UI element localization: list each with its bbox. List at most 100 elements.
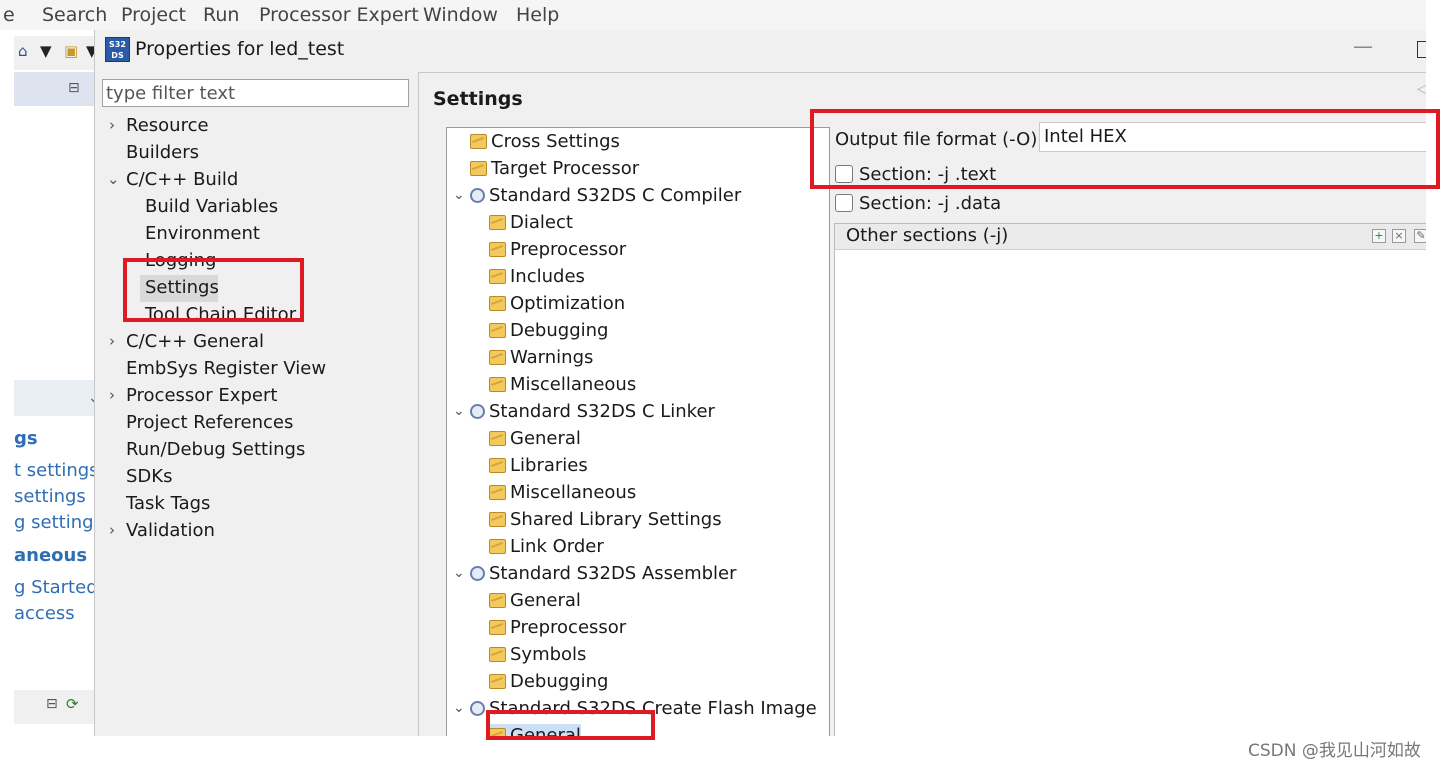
collapse-all-icon[interactable]: ⊟ — [68, 80, 80, 96]
highlight-box-output-format — [810, 109, 1440, 189]
tree-item-libraries[interactable]: Libraries — [489, 452, 588, 479]
tree-item-assembler-preprocessor[interactable]: Preprocessor — [489, 614, 626, 641]
nav-item-validation[interactable]: Validation — [126, 517, 215, 544]
nav-item-environment[interactable]: Environment — [145, 220, 260, 247]
nav-item-run-debug-settings[interactable]: Run/Debug Settings — [126, 436, 305, 463]
nav-item-label: Processor Expert — [126, 385, 278, 406]
chevron-down-icon[interactable]: ⌄ — [453, 565, 465, 581]
background-link[interactable]: gs — [14, 428, 38, 449]
tree-item-miscellaneous[interactable]: Miscellaneous — [489, 371, 636, 398]
tree-item-label: Debugging — [510, 671, 609, 692]
nav-item-settings[interactable]: Settings — [145, 274, 219, 301]
refresh-icon[interactable]: ⟳ — [66, 695, 79, 713]
background-link[interactable]: g Started — [14, 577, 94, 598]
tree-item-c-compiler[interactable]: Standard S32DS C Compiler — [470, 182, 741, 209]
delete-icon[interactable]: × — [1392, 229, 1406, 243]
background-link[interactable]: t settings — [14, 460, 94, 481]
tree-item-dialect[interactable]: Dialect — [489, 209, 573, 236]
tree-item-symbols[interactable]: Symbols — [489, 641, 586, 668]
menu-edit[interactable]: e — [3, 4, 15, 26]
nav-item-cpp-build[interactable]: C/C++ Build — [126, 166, 238, 193]
tree-item-assembler-general[interactable]: General — [489, 587, 581, 614]
edit-icon[interactable]: ✎ — [1414, 229, 1426, 243]
tree-item-label: Shared Library Settings — [510, 509, 722, 530]
background-link[interactable]: g settings — [14, 512, 94, 533]
chevron-right-icon[interactable]: › — [109, 386, 115, 404]
nav-item-cpp-general[interactable]: C/C++ General — [126, 328, 264, 355]
tree-item-assembler[interactable]: Standard S32DS Assembler — [470, 560, 737, 587]
menu-processor-expert[interactable]: Processor Expert — [259, 4, 419, 26]
background-link[interactable]: access — [14, 603, 75, 624]
other-sections-label: Other sections (-j) — [846, 225, 1009, 246]
tree-item-debugging[interactable]: Debugging — [489, 317, 608, 344]
dropdown-arrow-icon[interactable]: ▼ — [40, 42, 52, 60]
chevron-right-icon[interactable]: › — [109, 332, 115, 350]
dropdown-arrow-icon[interactable]: ▼ — [86, 42, 98, 60]
tree-item-preprocessor[interactable]: Preprocessor — [489, 236, 626, 263]
nav-item-label: Project References — [126, 412, 294, 433]
nav-item-label: C/C++ General — [126, 331, 265, 352]
menu-help[interactable]: Help — [516, 4, 560, 26]
menu-project[interactable]: Project — [121, 4, 187, 26]
tree-item-warnings[interactable]: Warnings — [489, 344, 593, 371]
menu-run[interactable]: Run — [203, 4, 240, 26]
tree-item-link-order[interactable]: Link Order — [489, 533, 604, 560]
folder-icon[interactable]: ▣ — [64, 42, 79, 60]
tree-item-label: Optimization — [510, 293, 626, 314]
nav-item-sdks[interactable]: SDKs — [126, 463, 172, 490]
tree-item-shared-library-settings[interactable]: Shared Library Settings — [489, 506, 722, 533]
add-icon[interactable]: + — [1372, 229, 1386, 243]
collapse-all-icon[interactable]: ⊟ — [46, 696, 58, 712]
minimize-button[interactable]: — — [1353, 34, 1373, 58]
nav-item-embsys-register-view[interactable]: EmbSys Register View — [126, 355, 326, 382]
tree-item-c-linker[interactable]: Standard S32DS C Linker — [470, 398, 715, 425]
chevron-right-icon[interactable]: › — [109, 521, 115, 539]
maximize-button[interactable] — [1417, 41, 1426, 58]
nav-item-project-references[interactable]: Project References — [126, 409, 293, 436]
tree-item-label: Standard S32DS Assembler — [489, 563, 737, 584]
folder-icon — [489, 431, 506, 446]
chevron-down-icon[interactable]: ⌄ — [453, 700, 465, 716]
nav-item-label: Resource — [126, 115, 209, 136]
other-sections-list[interactable]: Other sections (-j) + × ✎ — [834, 223, 1426, 736]
nav-item-processor-expert[interactable]: Processor Expert — [126, 382, 277, 409]
tree-item-includes[interactable]: Includes — [489, 263, 585, 290]
menu-search[interactable]: Search — [42, 4, 108, 26]
tree-item-assembler-debugging[interactable]: Debugging — [489, 668, 608, 695]
view-menu-icon[interactable]: ⌄ — [88, 390, 100, 406]
section-data-checkbox[interactable]: Section: -j .data — [835, 192, 1001, 218]
background-link[interactable]: settings — [14, 486, 86, 507]
section-data-label: Section: -j .data — [859, 193, 1002, 214]
chevron-down-icon[interactable]: ⌄ — [453, 187, 465, 203]
nav-item-label: SDKs — [126, 466, 173, 487]
tree-item-linker-miscellaneous[interactable]: Miscellaneous — [489, 479, 636, 506]
checkbox-box[interactable] — [835, 165, 853, 183]
tree-item-cross-settings[interactable]: Cross Settings — [470, 128, 620, 155]
folder-icon — [489, 512, 506, 527]
filter-input[interactable] — [102, 79, 409, 107]
nav-item-build-variables[interactable]: Build Variables — [145, 193, 278, 220]
watermark: CSDN @我见山河如故 — [1248, 741, 1421, 761]
tool-icon — [470, 566, 485, 581]
tree-item-label: Link Order — [510, 536, 604, 557]
tree-item-label: General — [510, 590, 581, 611]
tree-item-linker-general[interactable]: General — [489, 425, 581, 452]
home-icon[interactable]: ⌂ — [18, 42, 28, 60]
tree-item-label: Target Processor — [491, 158, 640, 179]
nav-item-builders[interactable]: Builders — [126, 139, 199, 166]
section-text-checkbox[interactable]: Section: -j .text — [835, 163, 996, 189]
tree-item-target-processor[interactable]: Target Processor — [470, 155, 639, 182]
chevron-down-icon[interactable]: ⌄ — [453, 403, 465, 419]
chevron-right-icon[interactable]: › — [109, 116, 115, 134]
tree-item-optimization[interactable]: Optimization — [489, 290, 625, 317]
nav-item-resource[interactable]: Resource — [126, 112, 209, 139]
dialog-titlebar: S32 DS Properties for led_test — — [95, 30, 1426, 70]
nav-item-task-tags[interactable]: Task Tags — [126, 490, 210, 517]
folder-icon — [489, 323, 506, 338]
chevron-down-icon[interactable]: ⌄ — [107, 170, 120, 188]
menu-window[interactable]: Window — [423, 4, 498, 26]
folder-icon — [489, 539, 506, 554]
output-format-select[interactable]: Intel HEX — [1039, 122, 1426, 152]
checkbox-box[interactable] — [835, 194, 853, 212]
back-arrow-icon[interactable]: ◁ — [1417, 81, 1426, 97]
